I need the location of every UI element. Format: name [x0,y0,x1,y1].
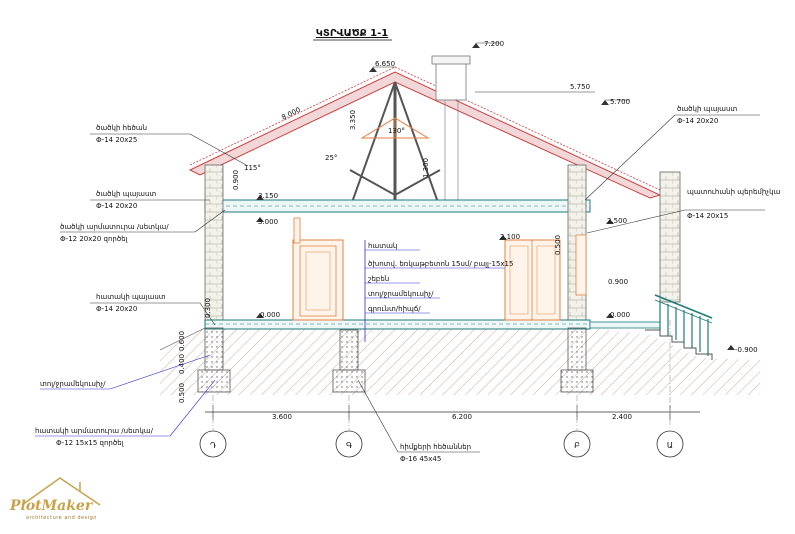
label-slab-belt-spec: Փ-14 20x20 [96,202,137,210]
dim-1300: 1.300 [422,158,430,178]
ceiling-slab [204,199,591,213]
dim-6200: 6.200 [452,413,472,421]
foundation-leader [357,379,480,453]
axis-bubble-a: Ա [656,430,684,458]
label-right-belt-spec: Փ-14 20x20 [677,117,718,125]
layer-floor: հատակ [368,242,397,250]
elev-m0900: -0.900 [735,346,758,354]
door-left [292,239,344,321]
roof [188,55,662,209]
logo-text: PlotMaker [9,498,94,514]
angle-115: 115° [244,164,261,172]
label-waterproof: տոլ/ջրամեկուսիչ/ [40,380,106,388]
label-beam-spec: Փ-14 20x25 [96,136,137,144]
stairs-railing [645,294,713,360]
angle-130: 130° [388,127,405,135]
elev-7200: 7.200 [484,40,504,48]
elev-2500: 2.500 [607,217,627,225]
dim-2400: 2.400 [612,413,632,421]
dim-0500b: 0.500 [178,383,186,403]
dim-3600: 3.600 [272,413,292,421]
elev-0000a: 0.000 [260,311,280,319]
label-floor-mesh: հատակի արմատուրա /սետկա/ [35,427,154,435]
label-lintel-spec: Փ-14 20x15 [687,212,728,220]
label-floor-belt-spec: Փ-14 20x20 [96,305,137,313]
layer-gravel: շեբեն [368,275,389,283]
elev-6650: 6.650 [375,60,395,68]
left-leaders [35,133,249,437]
label-foundation-beams: հիմքերի հեծաններ [400,443,471,451]
elev-0000c: 0.000 [610,311,630,319]
label-slab-mesh: ծածկի արմատուրա /սետկա/ [60,223,169,231]
ground [159,327,760,395]
floor-layers-leader [364,240,505,342]
elev-0900b: 0.900 [608,278,628,286]
elevation-ticks [256,42,735,350]
dim-3350: 3.350 [349,110,357,130]
elev-5750: 5.750 [570,83,590,91]
label-beam: ծածկի հեծան [96,124,147,132]
logo: PlotMaker architecture and design [9,477,101,521]
window-right [575,234,587,296]
layer-waterproof: տոլ/ջրամեկուսիչ/ [368,290,434,298]
axis-bubble-g: Գ [335,430,363,458]
elev-2100: 2.100 [500,233,520,241]
axis-label-d: Դ [210,441,216,450]
dim-0600: 0.600 [178,331,186,351]
logo-roof-icon [21,477,101,506]
axis-label-g: Գ [346,441,352,450]
label-floor-mesh-spec: Փ-12 15x15 զործել [56,439,125,447]
elev-3000: 3.000 [258,218,278,226]
label-right-belt: ծածկի պայաստ [677,105,737,113]
dim-0400: 0.400 [178,354,186,374]
label-foundation-spec: Փ-16 45x45 [400,455,441,463]
dim-0500: 0.500 [554,235,562,255]
logo-subtext: architecture and design [26,515,97,521]
label-lintel: պատուհանի պերեմիչկա [687,188,781,196]
dim-0300: 0.300 [204,298,212,318]
axis-bubble-b: Բ [563,430,591,458]
layer-soil: գրունտ/հիպճ/ [368,305,421,313]
axis-bubble-d: Դ [199,430,227,458]
drawing-title: ԿՏՐՎԱԾՔ 1-1 [316,28,388,39]
window-left [293,217,301,244]
dim-0900a: 0.900 [232,170,240,190]
elev-5700: 5.700 [610,98,630,106]
right-leaders [584,114,765,234]
foundations [197,327,594,393]
angle-25: 25° [325,154,337,162]
floor-slab [204,319,661,330]
axis-lines [212,320,671,430]
walls [204,164,681,329]
label-floor-belt: հատակի պայաստ [96,293,166,301]
axis-label-a: Ա [667,441,673,450]
label-slab-belt: ծածկի պայաստ [96,190,156,198]
elev-3150: 3.150 [258,192,278,200]
axis-label-b: Բ [574,441,580,450]
layer-concrete: ծխոտվ. եռկաթբետոն 15սմ/ բալլ-15x15 [368,260,513,268]
door-center [504,239,561,321]
label-slab-mesh-spec: Փ-12 20x20 զործել [60,235,129,243]
